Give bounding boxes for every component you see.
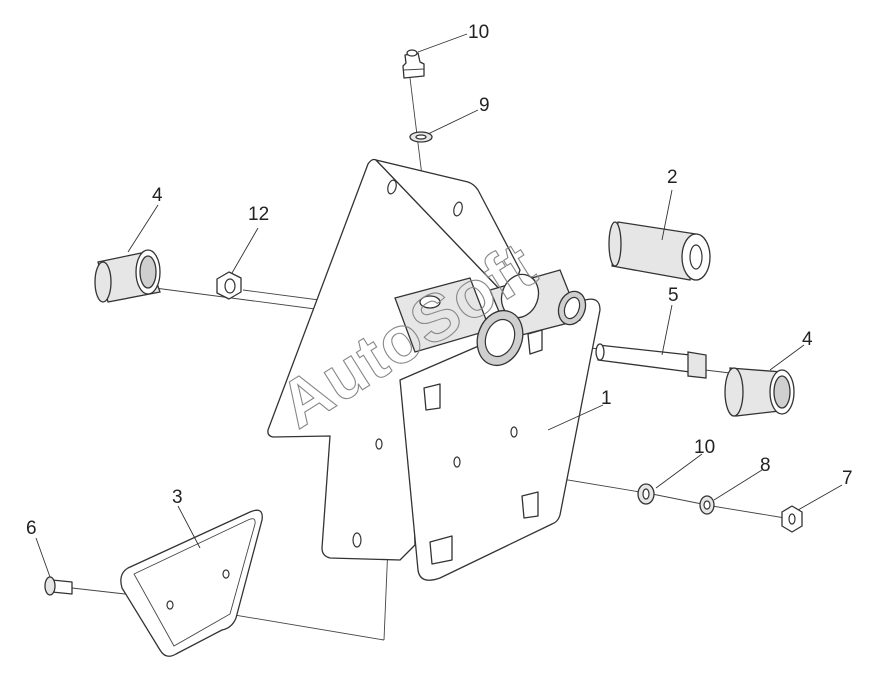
grease-fitting bbox=[402, 49, 425, 79]
callout-5: 5 bbox=[668, 285, 679, 306]
callout-4-right: 4 bbox=[802, 329, 813, 350]
screw bbox=[44, 576, 73, 596]
callout-10: 10 bbox=[694, 437, 715, 458]
lock-washer bbox=[699, 495, 715, 515]
callout-7: 7 bbox=[842, 468, 853, 489]
callout-4-left: 4 bbox=[152, 185, 163, 206]
nut-right bbox=[781, 505, 803, 533]
callout-12: 12 bbox=[248, 204, 269, 225]
callout-2: 2 bbox=[667, 167, 678, 188]
bolt bbox=[595, 343, 707, 379]
sleeve bbox=[608, 221, 711, 281]
bushing-left bbox=[94, 249, 161, 303]
leader-lines bbox=[35, 33, 843, 578]
washer-top bbox=[409, 131, 433, 143]
callout-8: 8 bbox=[760, 455, 771, 476]
bracket-plate bbox=[267, 158, 601, 581]
callout-9: 9 bbox=[479, 95, 490, 116]
callout-6: 6 bbox=[26, 518, 37, 539]
reflector-plate bbox=[120, 509, 263, 657]
callout-labels: 10 9 2 4 12 5 4 1 10 8 7 3 6 bbox=[26, 22, 853, 539]
washer-10 bbox=[637, 483, 655, 505]
bushing-right bbox=[724, 367, 795, 417]
callout-11: 10 bbox=[468, 22, 489, 43]
callout-3: 3 bbox=[172, 487, 183, 508]
nut-left bbox=[216, 271, 242, 300]
callout-1: 1 bbox=[601, 388, 612, 409]
